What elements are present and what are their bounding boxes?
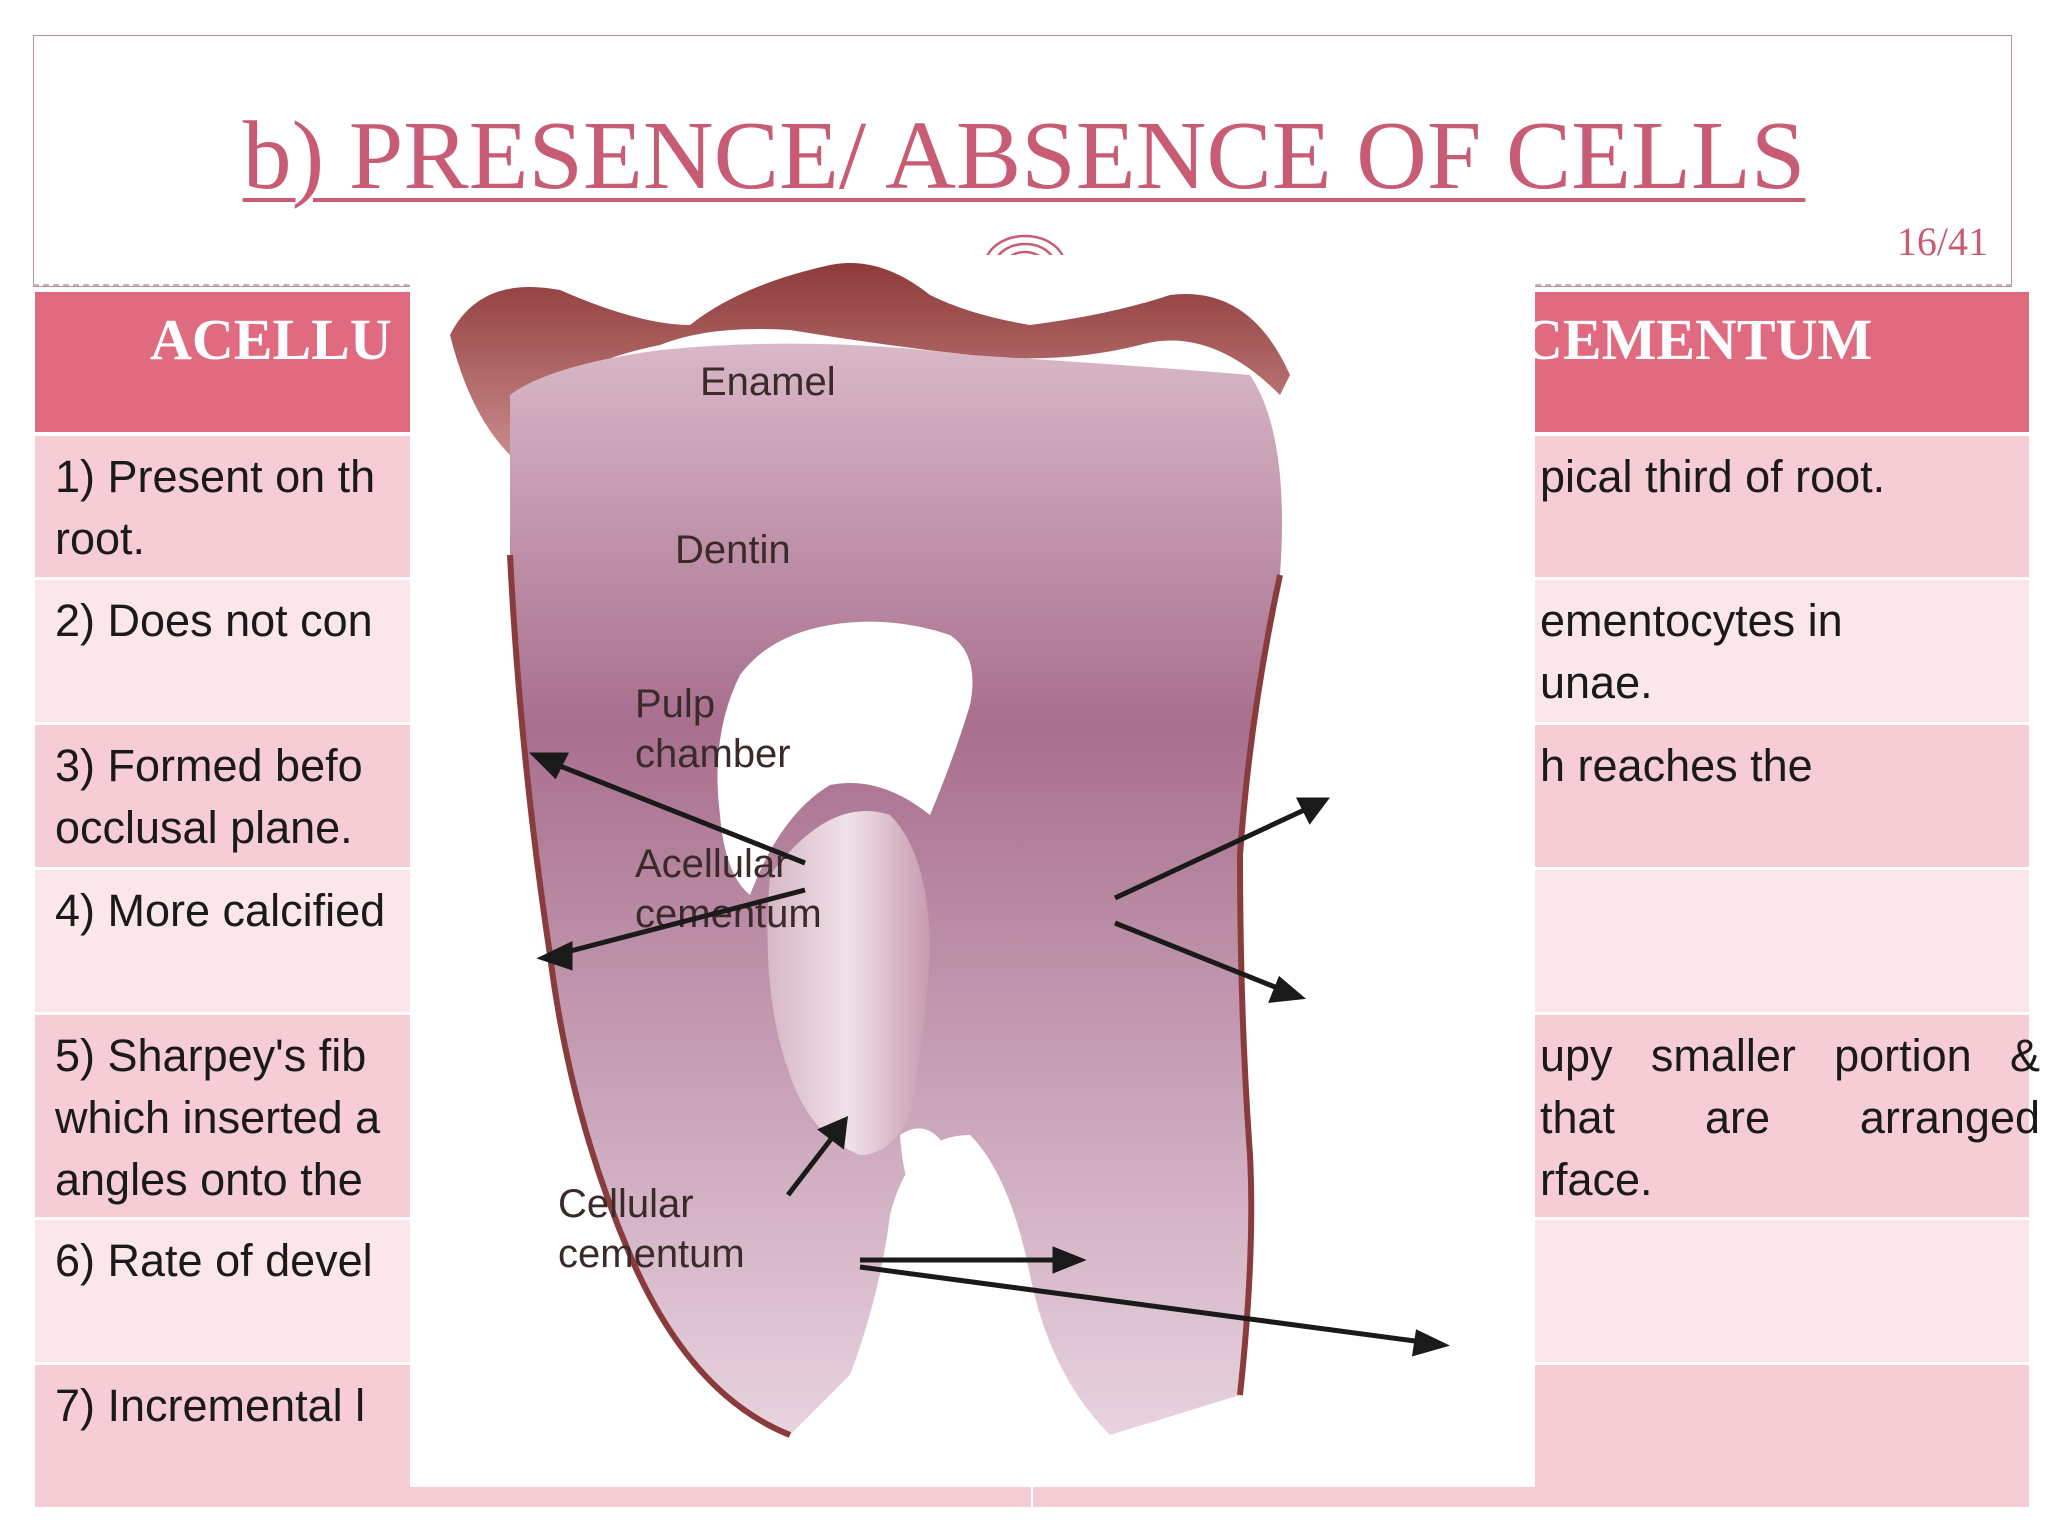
- row-right-cell: ementocytes in unae.: [1540, 595, 1843, 708]
- arrow-icon: [544, 757, 806, 866]
- label-chamber: chamber: [635, 732, 791, 776]
- row-left-cell: 2) Does not con: [55, 595, 373, 646]
- arrow-icon: [554, 887, 806, 958]
- arrow-icon: [786, 1128, 840, 1197]
- slide-title: b) PRESENCE/ ABSENCE OF CELLS: [242, 102, 1806, 210]
- page-number: 16/41: [1896, 219, 1988, 264]
- row-left-cell: 1) Present on th root.: [55, 451, 376, 564]
- arrow-icon: [1114, 920, 1291, 996]
- header-right-label: CEMENTUM: [1521, 307, 1873, 372]
- label-pulp: Pulp: [635, 682, 715, 726]
- row-right-cell: pical third of root.: [1540, 451, 1886, 502]
- row-right-cell: h reaches the: [1540, 740, 1813, 791]
- arrow-icon: [859, 1264, 1431, 1346]
- label-cellular: Cellular: [558, 1182, 694, 1226]
- row-left-cell: 3) Formed befo occlusal plane.: [55, 740, 363, 853]
- arrow-icon: [1113, 802, 1317, 901]
- row-left-cell: 5) Sharpey's fib which inserted a angles…: [55, 1030, 381, 1205]
- tooth-section-image: Enamel Dentin Pulp chamber Acellular cem…: [450, 263, 1451, 1438]
- label-cellular-cementum: cementum: [558, 1232, 745, 1276]
- row-left-cell: 4) More calcified: [55, 885, 386, 936]
- row-left-cell: 6) Rate of devel: [55, 1235, 373, 1286]
- label-acellular: Acellular: [635, 842, 788, 886]
- label-enamel: Enamel: [700, 360, 836, 404]
- row-left-cell: 7) Incremental l: [55, 1380, 366, 1431]
- label-dentin: Dentin: [675, 528, 791, 572]
- tooth-section-figure: Enamel Dentin Pulp chamber Acellular cem…: [410, 255, 1535, 1487]
- row-right-cell: upy smaller portion & that are arranged …: [1540, 1030, 2040, 1205]
- header-left-label: ACELLU: [150, 307, 392, 372]
